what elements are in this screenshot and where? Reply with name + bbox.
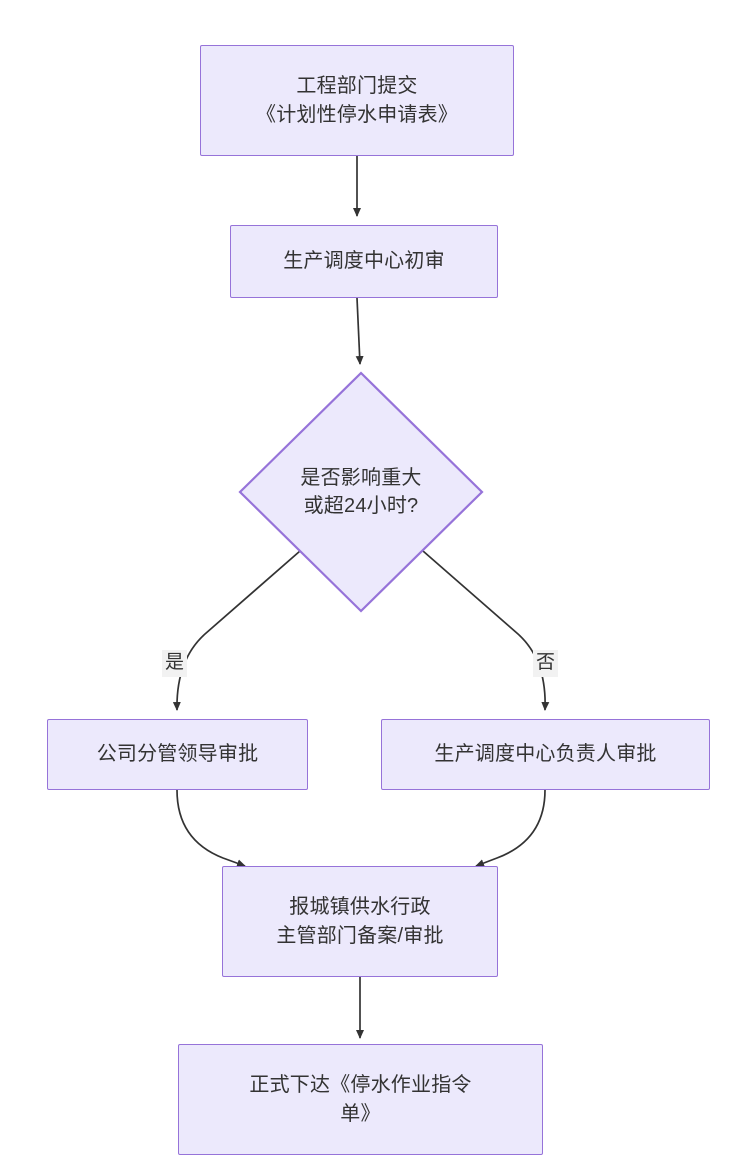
node-leader-approval-label: 公司分管领导审批 [96, 743, 259, 766]
node-leader-approval[interactable]: 公司分管领导审批 [47, 719, 308, 790]
node-decision-label: 是否影响重大 或超24小时? [300, 466, 422, 517]
edge-label-yes: 是 [162, 650, 188, 677]
node-submit-label: 工程部门提交 《计划性停水申请表》 [256, 75, 458, 126]
node-decision[interactable]: 是否影响重大 或超24小时? [238, 371, 484, 613]
node-first-review[interactable]: 生产调度中心初审 [230, 225, 498, 298]
edge-center-head-approval-to-government-filing [475, 789, 546, 867]
node-center-head-approval-label: 生产调度中心负责人审批 [434, 743, 657, 766]
edge-label-no-text: 否 [536, 652, 556, 673]
node-first-review-label: 生产调度中心初审 [283, 250, 445, 273]
node-center-head-approval[interactable]: 生产调度中心负责人审批 [381, 719, 710, 790]
node-issue-order-label: 正式下达《停水作业指令 单》 [249, 1074, 472, 1125]
node-issue-order[interactable]: 正式下达《停水作业指令 单》 [178, 1044, 543, 1155]
edge-label-no: 否 [533, 650, 559, 677]
node-submit[interactable]: 工程部门提交 《计划性停水申请表》 [200, 45, 514, 156]
node-government-filing-label: 报城镇供水行政 主管部门备案/审批 [276, 896, 444, 947]
edge-label-yes-text: 是 [165, 652, 185, 673]
edge-first-review-to-decision [355, 297, 364, 365]
edge-leader-approval-to-government-filing [176, 789, 246, 868]
decision-diamond-shape [238, 371, 484, 613]
node-government-filing[interactable]: 报城镇供水行政 主管部门备案/审批 [222, 866, 498, 977]
